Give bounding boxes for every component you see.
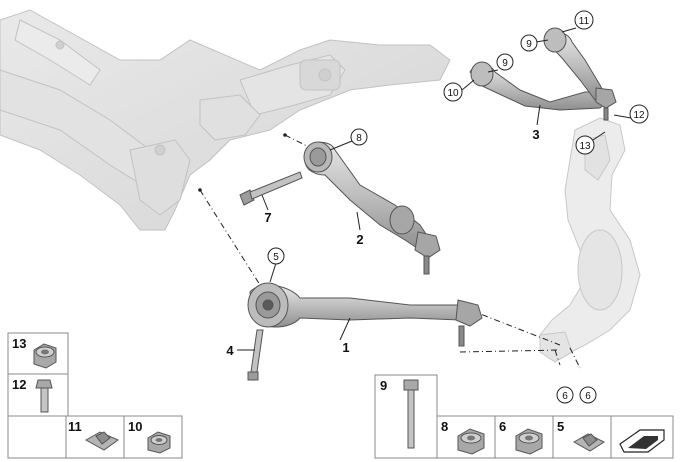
legend-left <box>7 332 183 459</box>
svg-text:6: 6 <box>499 419 506 434</box>
callout-6b: 6 <box>579 386 597 404</box>
svg-text:7: 7 <box>264 210 271 225</box>
svg-text:10: 10 <box>128 419 142 434</box>
tension-strut <box>303 141 441 275</box>
lower-wishbone <box>247 282 483 347</box>
leader-lines <box>199 134 581 369</box>
svg-text:13: 13 <box>12 336 26 351</box>
callout-8: 8 <box>329 128 368 151</box>
callout-2: 2 <box>356 211 364 247</box>
tile-11: 11 <box>68 419 120 451</box>
svg-text:11: 11 <box>68 419 82 434</box>
steering-knuckle-outline <box>539 117 641 363</box>
callout-4: 4 <box>226 343 255 358</box>
cage-nut-icon <box>572 433 606 452</box>
callout-1: 1 <box>339 317 351 355</box>
upper-wishbone <box>469 27 617 121</box>
tile-10: 10 <box>128 419 171 454</box>
svg-text:11: 11 <box>579 16 590 27</box>
bolt-icon <box>35 379 53 413</box>
callout-13: 13 <box>575 131 606 155</box>
cage-nut-icon <box>84 431 120 451</box>
svg-text:9: 9 <box>502 58 508 69</box>
svg-text:8: 8 <box>356 133 362 144</box>
subframe-outline <box>0 9 451 231</box>
svg-text:3: 3 <box>532 127 539 142</box>
tile-9: 9 <box>380 378 419 449</box>
svg-text:1: 1 <box>342 340 349 355</box>
callout-12: 12 <box>613 104 649 124</box>
callout-10: 10 <box>443 79 475 102</box>
svg-text:4: 4 <box>226 343 234 358</box>
flange-nut-icon <box>33 343 57 369</box>
callout-6a: 6 <box>556 386 574 404</box>
svg-text:6: 6 <box>585 391 591 402</box>
svg-text:13: 13 <box>579 141 591 152</box>
callout-5: 5 <box>267 247 285 283</box>
svg-text:12: 12 <box>633 110 645 121</box>
svg-text:10: 10 <box>447 88 459 99</box>
tile-12: 12 <box>12 377 53 413</box>
callout-9b: 9 <box>520 34 549 52</box>
bolt-icon <box>403 379 419 449</box>
svg-text:12: 12 <box>12 377 26 392</box>
tile-8: 8 <box>441 419 485 455</box>
svg-text:6: 6 <box>562 391 568 402</box>
callout-7: 7 <box>261 194 272 225</box>
bolt-icon <box>239 171 303 381</box>
tile-13: 13 <box>12 336 57 369</box>
svg-text:5: 5 <box>273 252 279 263</box>
callout-9a: 9 <box>487 53 514 73</box>
svg-text:9: 9 <box>380 378 387 393</box>
callout-labels: 1 2 3 4 7 5 8 9 9 10 11 12 13 6 6 <box>226 10 649 404</box>
page-arrow-icon[interactable] <box>619 429 665 453</box>
callout-11: 11 <box>561 10 594 33</box>
legend-right <box>374 374 674 459</box>
tile-6: 6 <box>499 419 543 455</box>
flange-nut-icon <box>457 428 485 455</box>
flange-nut-icon <box>147 431 171 454</box>
flange-nut-icon <box>515 428 543 455</box>
svg-text:8: 8 <box>441 419 448 434</box>
tile-5: 5 <box>557 419 606 452</box>
svg-text:2: 2 <box>356 232 363 247</box>
svg-text:9: 9 <box>526 39 532 50</box>
callout-3: 3 <box>532 104 541 142</box>
svg-text:5: 5 <box>557 419 564 434</box>
